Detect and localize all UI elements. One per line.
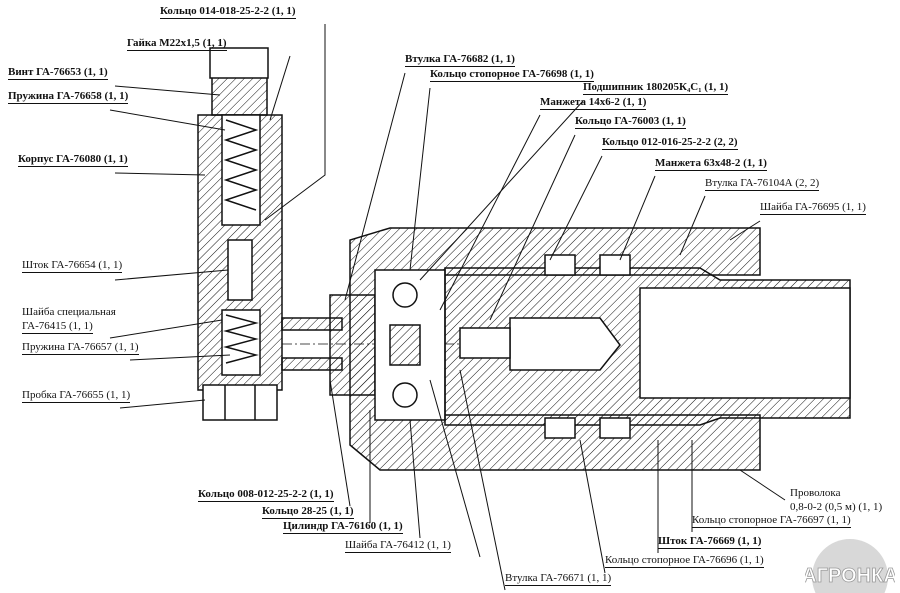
label-body: Корпус ГА-76080 (1, 1) [18, 153, 128, 167]
label-ring-014: Кольцо 014-018-25-2-2 (1, 1) [160, 5, 296, 19]
label-ring-003: Кольцо ГА-76003 (1, 1) [575, 115, 686, 129]
label-nut: Гайка М22х1,5 (1, 1) [127, 37, 227, 51]
label-cylinder: Цилиндр ГА-76160 (1, 1) [283, 520, 403, 534]
label-screw: Винт ГА-76653 (1, 1) [8, 66, 108, 80]
label-rod-69: Шток ГА-76669 (1, 1) [658, 535, 762, 549]
label-washer-95: Шайба ГА-76695 (1, 1) [760, 201, 866, 215]
label-washer-12: Шайба ГА-76412 (1, 1) [345, 539, 451, 553]
leader-lines [109, 24, 786, 591]
label-washer-special-line1: Шайба специальная [22, 306, 116, 318]
label-retainer-98: Кольцо стопорное ГА-76698 (1, 1) [430, 68, 594, 82]
label-bushing-104: Втулка ГА-76104А (2, 2) [705, 177, 820, 191]
label-spring-57: Пружина ГА-76657 (1, 1) [22, 341, 139, 355]
agronka-logo: АГРОНКА [805, 539, 895, 593]
label-washer-special-line2: ГА-76415 (1, 1) [22, 320, 93, 334]
svg-text:АГРОНКА: АГРОНКА [805, 565, 895, 587]
label-plug: Пробка ГА-76655 (1, 1) [22, 389, 131, 403]
label-wire-line2: 0,8-0-2 (0,5 м) (1, 1) [790, 501, 883, 513]
label-ring-28: Кольцо 28-25 (1, 1) [262, 505, 354, 519]
label-seal-63: Манжета 63х48-2 (1, 1) [655, 157, 767, 171]
label-ring-012: Кольцо 012-016-25-2-2 (2, 2) [602, 136, 738, 150]
label-bushing-71: Втулка ГА-76671 (1, 1) [505, 572, 612, 586]
label-seal-14: Манжета 14х6-2 (1, 1) [540, 96, 647, 110]
label-retainer-96: Кольцо стопорное ГА-76696 (1, 1) [605, 554, 764, 568]
cylinder [329, 227, 851, 471]
label-rod-54: Шток ГА-76654 (1, 1) [22, 259, 123, 273]
valve-body [197, 47, 283, 421]
label-spring-58: Пружина ГА-76658 (1, 1) [8, 90, 129, 104]
label-ring-008: Кольцо 008-012-25-2-2 (1, 1) [198, 488, 334, 502]
label-bearing: Подшипник 180205К₄С₁ (1, 1) [583, 81, 729, 95]
label-wire-line1: Проволока [790, 487, 841, 499]
label-retainer-97: Кольцо стопорное ГА-76697 (1, 1) [692, 514, 851, 528]
label-bushing-82: Втулка ГА-76682 (1, 1) [405, 53, 515, 67]
